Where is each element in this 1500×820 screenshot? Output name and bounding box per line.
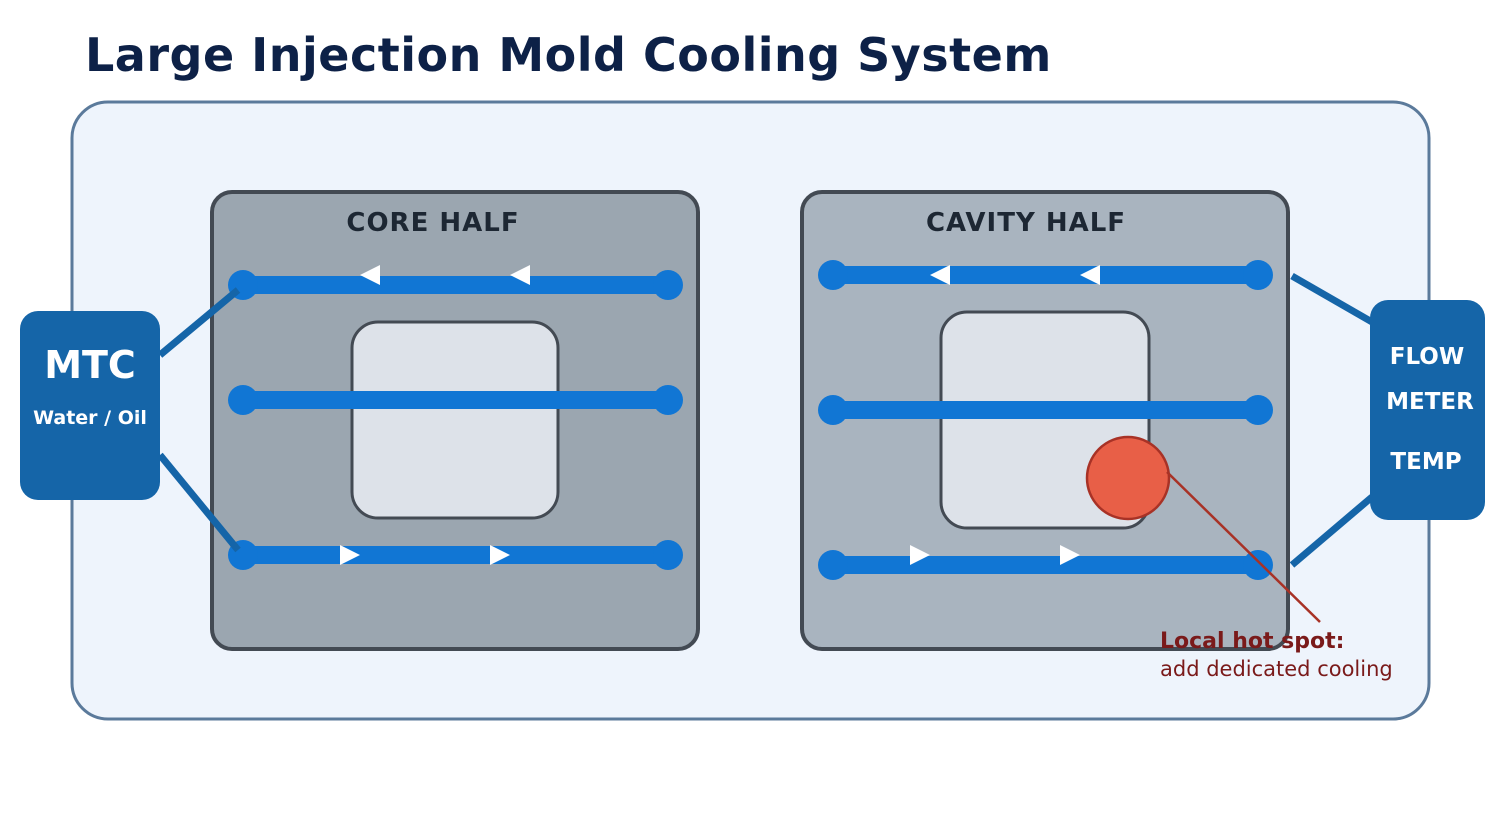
flow-meter-unit: FLOW METER TEMP — [1370, 300, 1485, 520]
meter-outlet-hose — [1289, 494, 1375, 568]
cavity-port — [1243, 260, 1273, 290]
cavity-port — [1243, 550, 1273, 580]
cavity-half-label: CAVITY HALF — [926, 208, 1126, 238]
flow-arrow-right-icon — [1060, 545, 1080, 565]
mtc-return-hose — [157, 452, 241, 553]
cavity-port — [818, 395, 848, 425]
flow-arrow-left-icon — [1080, 265, 1100, 285]
mtc-label: MTC — [44, 343, 136, 387]
flow-meter-label-temp: TEMP — [1390, 449, 1461, 475]
cavity-port — [818, 550, 848, 580]
flow-arrow-left-icon — [510, 265, 530, 285]
flow-meter-box — [1370, 300, 1485, 520]
core-port — [653, 385, 683, 415]
core-half-label: CORE HALF — [346, 208, 519, 238]
hot-spot-leader-line — [1166, 471, 1321, 623]
flow-arrow-left-icon — [360, 265, 380, 285]
core-port — [228, 385, 258, 415]
flow-arrow-left-icon — [930, 265, 950, 285]
flow-arrow-right-icon — [910, 545, 930, 565]
cavity-port — [818, 260, 848, 290]
hot-spot-note: add dedicated cooling — [1160, 657, 1393, 681]
page-title: Large Injection Mold Cooling System — [85, 28, 1052, 82]
hot-spot-marker — [1085, 435, 1171, 521]
mtc-unit-box — [20, 311, 160, 500]
flow-arrow-right-icon — [340, 545, 360, 565]
core-half: CORE HALF — [210, 190, 700, 651]
core-port — [653, 270, 683, 300]
mtc-unit: MTC Water / Oil — [20, 311, 160, 500]
hot-spot-title: Local hot spot: — [1160, 629, 1344, 654]
flow-meter-label-meter: METER — [1386, 389, 1474, 415]
core-port — [653, 540, 683, 570]
cavity-half: CAVITY HALF — [800, 190, 1321, 651]
core-insert — [350, 320, 560, 520]
flow-meter-label-flow: FLOW — [1390, 344, 1464, 370]
meter-inlet-hose — [1290, 272, 1374, 326]
cavity-port — [1243, 395, 1273, 425]
flow-arrow-right-icon — [490, 545, 510, 565]
mtc-supply-hose — [157, 287, 241, 358]
mtc-sublabel: Water / Oil — [33, 407, 147, 429]
